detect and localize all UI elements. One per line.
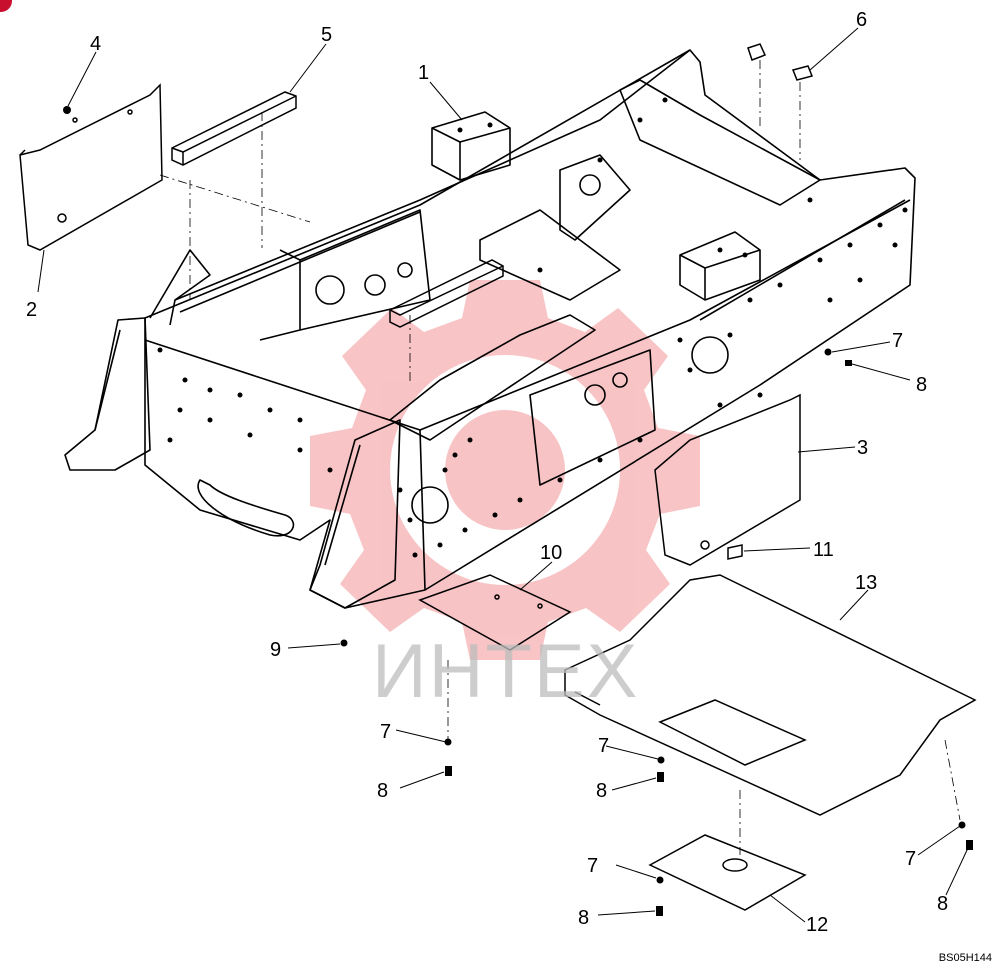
callout-9: 9	[270, 639, 281, 661]
part-10-plate	[418, 574, 572, 651]
callout-10: 10	[540, 542, 562, 564]
part-13-belly-pan	[564, 574, 977, 816]
callout-7-b: 7	[380, 721, 391, 743]
part-12-lower-plate	[648, 834, 807, 911]
callout-12: 12	[806, 914, 828, 936]
callout-8-e: 8	[937, 893, 948, 915]
watermark-text: ИНТЕХ	[372, 629, 640, 714]
drawing-code: BS05H144	[938, 952, 992, 964]
callout-7-c: 7	[598, 735, 609, 757]
alignment-lines	[159, 60, 961, 855]
callout-8-d: 8	[578, 907, 589, 929]
part-6-tabs	[747, 43, 814, 81]
main-frame	[64, 49, 916, 609]
callout-8-c: 8	[596, 780, 607, 802]
callout-7-a: 7	[892, 330, 903, 352]
callout-8-a: 8	[916, 374, 927, 396]
part-5-bar	[171, 91, 297, 166]
callout-7-e: 7	[905, 848, 916, 870]
part-4-bolt	[63, 106, 71, 114]
callout-labels: 1 2 3 4 5 6 7 7 7 7 7 8 8 8 8 8 9 10 11 …	[26, 9, 948, 936]
callout-8-b: 8	[377, 780, 388, 802]
callout-6: 6	[856, 9, 867, 31]
callout-11: 11	[813, 539, 834, 561]
frame-bar	[389, 259, 504, 328]
callout-3: 3	[857, 437, 868, 459]
frame-rivets	[157, 97, 908, 558]
fasteners	[340, 348, 973, 916]
callout-4: 4	[90, 33, 101, 55]
callout-13: 13	[855, 572, 877, 594]
part-3-side-panel	[654, 393, 801, 566]
part-2-cover-plate	[19, 83, 163, 251]
callout-5: 5	[321, 24, 332, 46]
callout-1: 1	[418, 62, 429, 84]
leader-lines	[37, 27, 969, 923]
callout-7-d: 7	[587, 855, 598, 877]
callout-2: 2	[26, 299, 37, 321]
part-11-bushing	[727, 544, 743, 560]
